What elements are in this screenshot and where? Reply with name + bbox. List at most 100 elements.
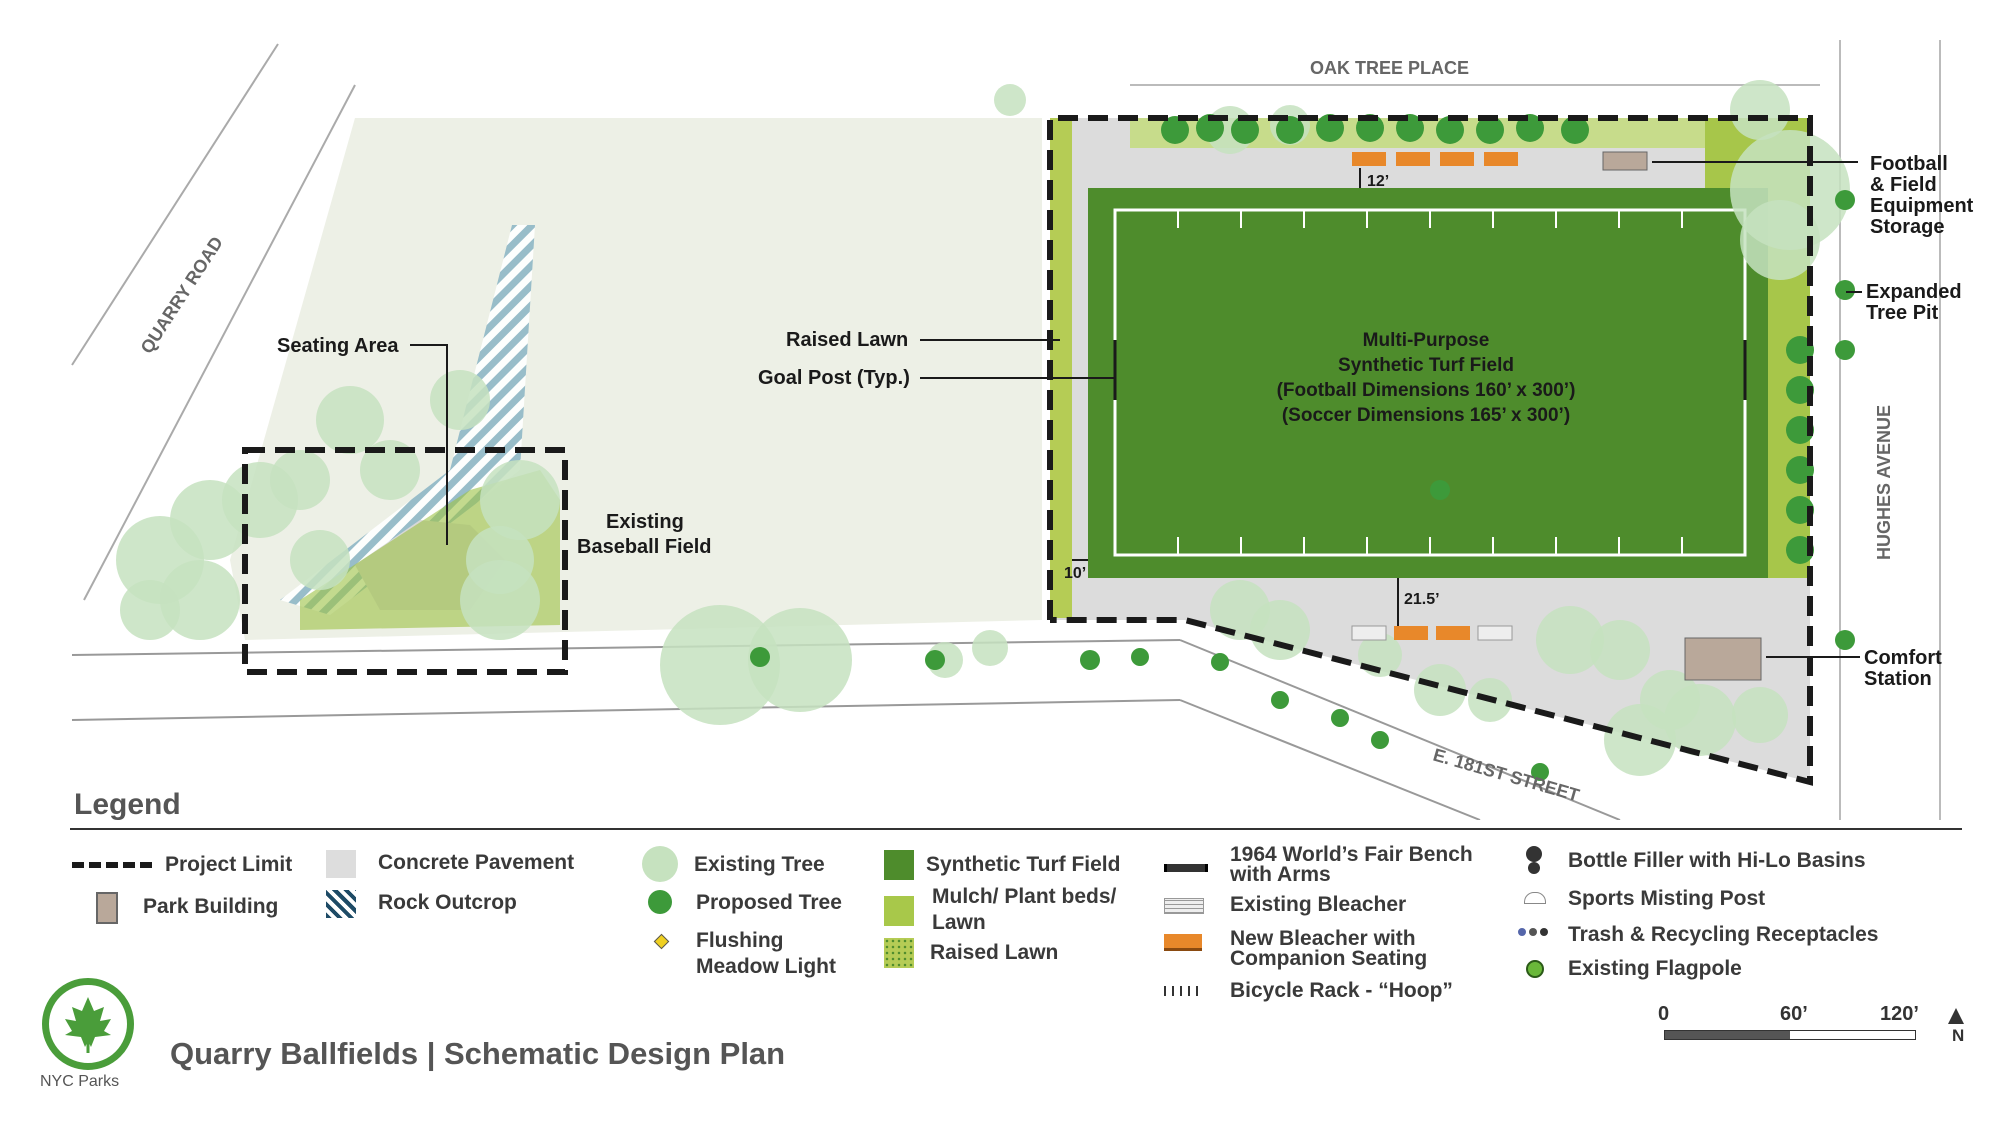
concrete-pavement-symbol <box>326 850 356 878</box>
field-label-1: Multi-Purpose <box>1363 330 1490 351</box>
existing-tree <box>972 630 1008 666</box>
project-limit-seating <box>242 447 568 675</box>
proposed-tree <box>1835 340 1855 360</box>
legend-misting-post: Sports Misting Post <box>1568 887 1766 910</box>
label-baseball-2: Baseball Field <box>577 536 712 558</box>
existing-bleacher <box>1351 625 1387 641</box>
legend-existing-tree: Existing Tree <box>694 853 825 876</box>
legend-title: Legend <box>74 788 181 821</box>
existing-bleacher <box>1477 625 1513 641</box>
new-bleacher-symbol <box>1164 934 1202 951</box>
leader-lines <box>410 161 1862 658</box>
label-comfort-1: Comfort <box>1864 647 1942 669</box>
label-raised-lawn: Raised Lawn <box>786 329 908 351</box>
dim-left-label: 10’ <box>1064 565 1086 582</box>
proposed-tree <box>1561 116 1589 144</box>
legend-rock-outcrop: Rock Outcrop <box>378 891 517 914</box>
label-baseball-1: Existing <box>606 511 684 533</box>
proposed-tree <box>1271 691 1289 709</box>
label-storage-1: Football <box>1870 153 1948 175</box>
existing-tree <box>160 560 240 640</box>
mulch-bed-left <box>1050 118 1072 618</box>
legend-flagpole: Existing Flagpole <box>1568 957 1742 980</box>
legend-raised-lawn: Raised Lawn <box>930 941 1059 964</box>
legend-concrete-pavement: Concrete Pavement <box>378 851 575 874</box>
north-label: N <box>1952 1026 1965 1045</box>
field-label-2: Synthetic Turf Field <box>1338 355 1514 376</box>
existing-tree <box>120 580 180 640</box>
scale-bar <box>1664 1030 1916 1040</box>
legend-new-bleacher-2: Companion Seating <box>1230 947 1428 970</box>
mulch-symbol <box>884 896 914 926</box>
flushing-light-symbol <box>653 933 670 950</box>
field-label-3: (Football Dimensions 160’ x 300’) <box>1277 380 1576 401</box>
street-hughes-avenue: HUGHES AVENUE <box>1874 405 1894 560</box>
storage-building <box>1602 151 1648 171</box>
bottle-filler-symbol <box>1526 846 1542 862</box>
existing-tree <box>994 84 1026 116</box>
existing-tree <box>748 608 852 712</box>
legend-bottle-filler: Bottle Filler with Hi-Lo Basins <box>1568 849 1866 872</box>
existing-tree <box>1590 620 1650 680</box>
label-tree-pit-2: Tree Pit <box>1866 302 1939 324</box>
existing-tree <box>316 386 384 454</box>
proposed-trees <box>750 114 1855 781</box>
existing-tree <box>1536 606 1604 674</box>
proposed-tree <box>1131 648 1149 666</box>
proposed-tree <box>1080 650 1100 670</box>
misting-post-symbol <box>1524 892 1546 904</box>
proposed-tree <box>1231 116 1259 144</box>
street-curb <box>71 639 1181 656</box>
e181-curb <box>1179 639 1621 820</box>
proposed-tree-symbol <box>648 890 672 914</box>
existing-tree <box>1732 687 1788 743</box>
scale-label-60: 60’ <box>1780 1003 1808 1025</box>
existing-trees <box>116 80 1850 776</box>
synthetic-turf-field <box>1088 188 1768 578</box>
legend-bench-2: with Arms <box>1230 863 1331 886</box>
legend-park-building: Park Building <box>143 895 279 918</box>
bike-rack-symbol <box>1164 986 1198 996</box>
legend-new-bleacher-1: New Bleacher with <box>1230 927 1416 950</box>
synthetic-turf-symbol <box>884 850 914 880</box>
new-bleacher <box>1484 152 1518 166</box>
existing-tree <box>430 370 490 430</box>
legend-mulch-1: Mulch/ Plant beds/ <box>932 885 1117 908</box>
label-tree-pit-1: Expanded <box>1866 281 1962 303</box>
label-goal-post: Goal Post (Typ.) <box>758 367 910 389</box>
proposed-tree <box>1161 116 1189 144</box>
legend-mulch-2: Lawn <box>932 911 986 934</box>
field-label-4: (Soccer Dimensions 165’ x 300’) <box>1282 405 1570 426</box>
existing-bleacher-symbol <box>1164 898 1204 914</box>
proposed-tree <box>1436 116 1464 144</box>
dim-bottom-label: 21.5’ <box>1404 591 1440 608</box>
label-storage-2: & Field <box>1870 174 1937 196</box>
label-storage-3: Equipment <box>1870 195 1974 217</box>
quarry-road-edge <box>71 43 279 366</box>
new-bleachers-top <box>1352 152 1518 166</box>
scale-label-0: 0 <box>1658 1003 1670 1025</box>
e181-curb-2 <box>1179 699 1481 820</box>
existing-tree <box>1250 600 1310 660</box>
street-curb-2 <box>71 699 1181 721</box>
project-limit <box>1047 115 1813 786</box>
legend-bench-1: 1964 World’s Fair Bench <box>1230 843 1473 866</box>
new-bleacher <box>1436 626 1470 640</box>
existing-tree <box>660 605 780 725</box>
existing-tree <box>480 460 560 540</box>
street-oak-tree-place: OAK TREE PLACE <box>1310 58 1469 78</box>
legend-divider <box>70 828 1962 830</box>
existing-tree-symbol <box>642 846 678 882</box>
proposed-tree <box>1211 653 1229 671</box>
new-bleacher <box>1352 152 1386 166</box>
proposed-tree <box>750 647 770 667</box>
label-comfort-2: Station <box>1864 668 1932 690</box>
existing-tree <box>1740 200 1820 280</box>
street-quarry-road: QUARRY ROAD <box>137 233 227 357</box>
new-bleacher <box>1394 626 1428 640</box>
nyc-parks-logo-text: NYC Parks <box>40 1073 120 1090</box>
project-limit-symbol <box>72 862 152 868</box>
new-bleacher <box>1440 152 1474 166</box>
legend-flushing-light-2: Meadow Light <box>696 955 836 978</box>
site-plan-map: QUARRY ROAD OAK TREE PLACE HUGHES AVENUE… <box>71 40 1974 820</box>
